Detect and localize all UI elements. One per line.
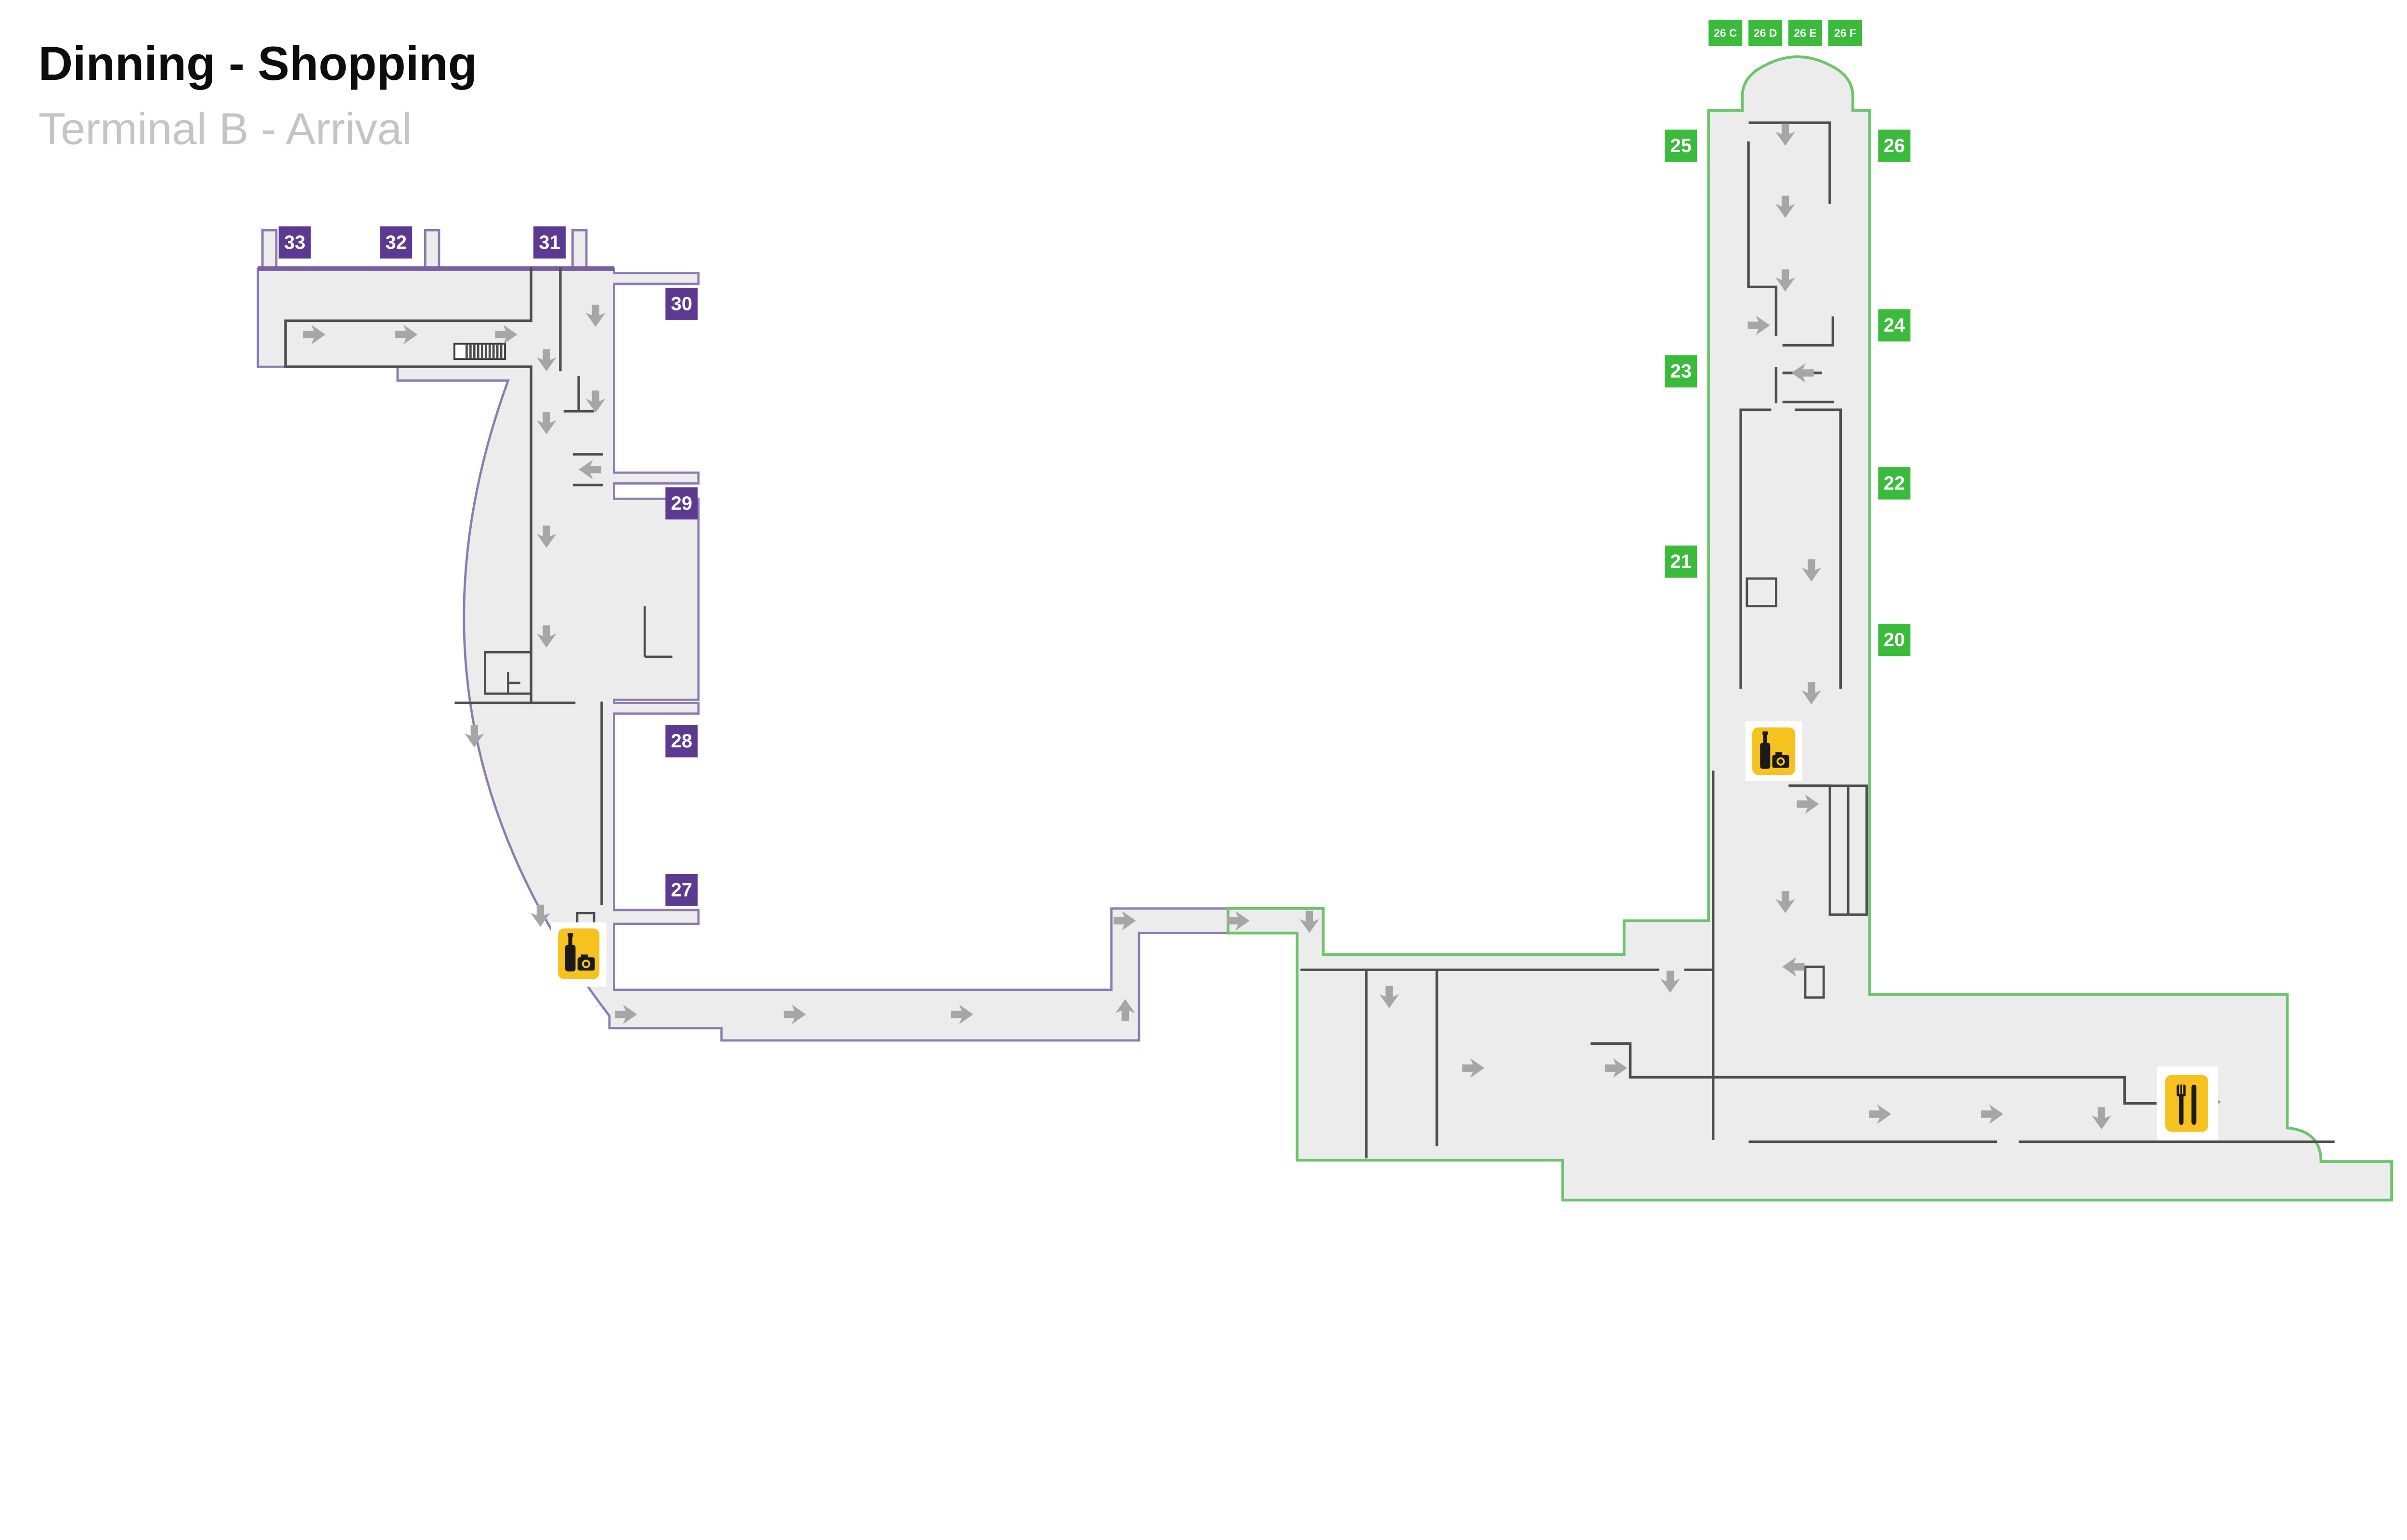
stand-26e-marker[interactable]: 26 E [1788,20,1823,46]
svg-text:28: 28 [671,731,692,752]
svg-text:20: 20 [1884,629,1905,651]
gate-26-marker[interactable]: 26 [1878,129,1911,162]
amenity-restaurant[interactable] [2157,1066,2218,1141]
moving-walkway-icon [453,343,506,360]
svg-text:26 D: 26 D [1754,27,1777,39]
jet-bridge-stub [571,229,588,271]
svg-text:24: 24 [1884,315,1905,336]
gate-31-marker[interactable]: 31 [533,226,566,259]
duty-free-icon [558,928,600,979]
corridor-walls [530,267,562,705]
gate-22-marker[interactable]: 22 [1878,467,1911,500]
gate-29-marker[interactable]: 29 [665,487,698,520]
svg-text:29: 29 [671,493,692,514]
gate-21-marker[interactable]: 21 [1665,545,1697,578]
terminal-floorplan: Dinning - Shopping Terminal B - Arrival [39,20,2393,1202]
gate-markers-west: 33 32 31 30 29 28 27 [278,226,698,906]
stand-26c-marker[interactable]: 26 C [1708,20,1743,46]
gate-25-marker[interactable]: 25 [1665,129,1697,162]
walkway-walls [284,319,533,368]
hall-walls [1591,1042,2157,1105]
svg-text:27: 27 [671,879,692,900]
svg-text:33: 33 [284,232,305,253]
direction-arrows-west [303,304,1136,1025]
svg-text:32: 32 [386,232,407,253]
svg-text:30: 30 [671,293,692,314]
zone-west-purple [257,229,1229,1042]
jet-bridge-stub [261,229,278,271]
hall-walls [1300,968,1715,1159]
svg-text:26 E: 26 E [1794,27,1816,39]
stand-26f-marker[interactable]: 26 F [1828,20,1862,46]
zone-east-green [1227,55,2393,1202]
gate-28-marker[interactable]: 28 [665,725,698,757]
gate-24-marker[interactable]: 24 [1878,309,1911,342]
svg-text:26 F: 26 F [1834,27,1856,39]
stand-26d-marker[interactable]: 26 D [1748,20,1783,46]
svg-text:25: 25 [1670,135,1692,156]
restaurant-icon [2165,1075,2209,1132]
svg-text:26 C: 26 C [1714,27,1737,39]
west-concourse-floor [257,267,1229,1042]
page-title: Dinning - Shopping [39,37,477,90]
gate-27-marker[interactable]: 27 [665,874,698,906]
page-subtitle: Terminal B - Arrival [39,104,412,154]
east-arm-walls [1747,121,1831,404]
svg-text:31: 31 [539,232,560,253]
amenity-duty-free-west[interactable] [551,922,607,987]
corridor-walls [454,701,603,905]
service-room-walls [507,672,520,694]
junction-box [1804,965,1825,999]
gate-32-marker[interactable]: 32 [380,226,413,259]
east-arm-walls [1739,408,1842,689]
east-concourse-floor [1227,55,2393,1202]
gate-markers-east: 25 26 23 24 22 21 20 [1665,129,1911,656]
kiosk-box [1746,577,1777,607]
corridor-walls [563,376,603,487]
svg-text:22: 22 [1884,473,1905,494]
side-room-walls [643,606,673,658]
stand-markers: 26 C 26 D 26 E 26 F [1708,20,1862,46]
gate-33-marker[interactable]: 33 [278,226,311,259]
gate-20-marker[interactable]: 20 [1878,624,1911,656]
amenity-duty-free-east[interactable] [1745,721,1802,782]
gate-23-marker[interactable]: 23 [1665,355,1697,388]
svg-text:23: 23 [1670,361,1692,382]
svg-text:21: 21 [1670,551,1692,572]
jet-bridge-stub [424,229,440,271]
gate-30-marker[interactable]: 30 [665,287,698,320]
svg-text:26: 26 [1884,135,1905,156]
